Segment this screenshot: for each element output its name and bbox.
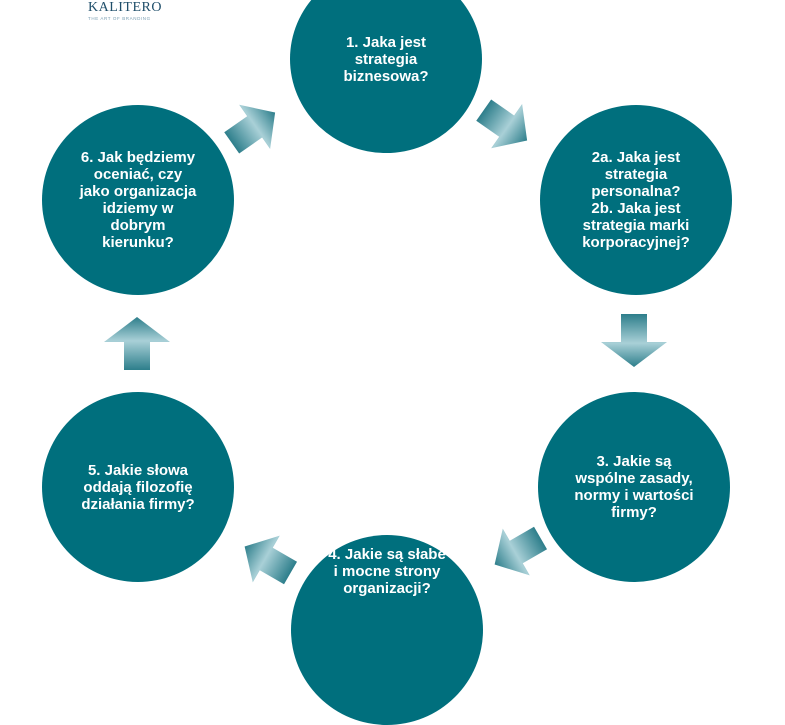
step-2-circle: 2a. Jaka jest strategia personalna? 2b. … xyxy=(540,105,732,295)
arrow-3-to-4 xyxy=(494,526,548,576)
step-4-label: 4. Jakie są słabe i mocne strony organiz… xyxy=(328,545,446,597)
step-2-label: 2a. Jaka jest strategia personalna? 2b. … xyxy=(582,149,690,251)
logo-tagline: THE ART OF BRANDING xyxy=(88,16,151,21)
step-6-label: 6. Jak będziemy oceniać, czy jako organi… xyxy=(79,149,197,251)
step-1-label: 1. Jaka jest strategia biznesowa? xyxy=(343,33,429,85)
step-1-circle: 1. Jaka jest strategia biznesowa? xyxy=(290,0,482,153)
step-6-circle: 6. Jak będziemy oceniać, czy jako organi… xyxy=(42,105,234,295)
flow-arrows xyxy=(104,99,667,585)
step-4-circle: 4. Jakie są słabe i mocne strony organiz… xyxy=(291,535,483,725)
step-5-label: 5. Jakie słowa oddają filozofię działani… xyxy=(81,461,195,513)
kalitero-logo: KALITERO THE ART OF BRANDING xyxy=(88,0,168,24)
arrow-5-to-6 xyxy=(104,317,170,370)
arrow-4-to-5 xyxy=(244,535,298,585)
logo-name: KALITERO xyxy=(88,0,162,15)
arrow-2-to-3 xyxy=(601,314,667,367)
step-3-circle: 3. Jakie są wspólne zasady, normy i wart… xyxy=(538,392,730,582)
arrow-1-to-2 xyxy=(476,99,528,149)
arrow-6-to-1 xyxy=(224,104,276,154)
step-5-circle: 5. Jakie słowa oddają filozofię działani… xyxy=(42,392,234,582)
step-3-label: 3. Jakie są wspólne zasady, normy i wart… xyxy=(574,453,694,521)
